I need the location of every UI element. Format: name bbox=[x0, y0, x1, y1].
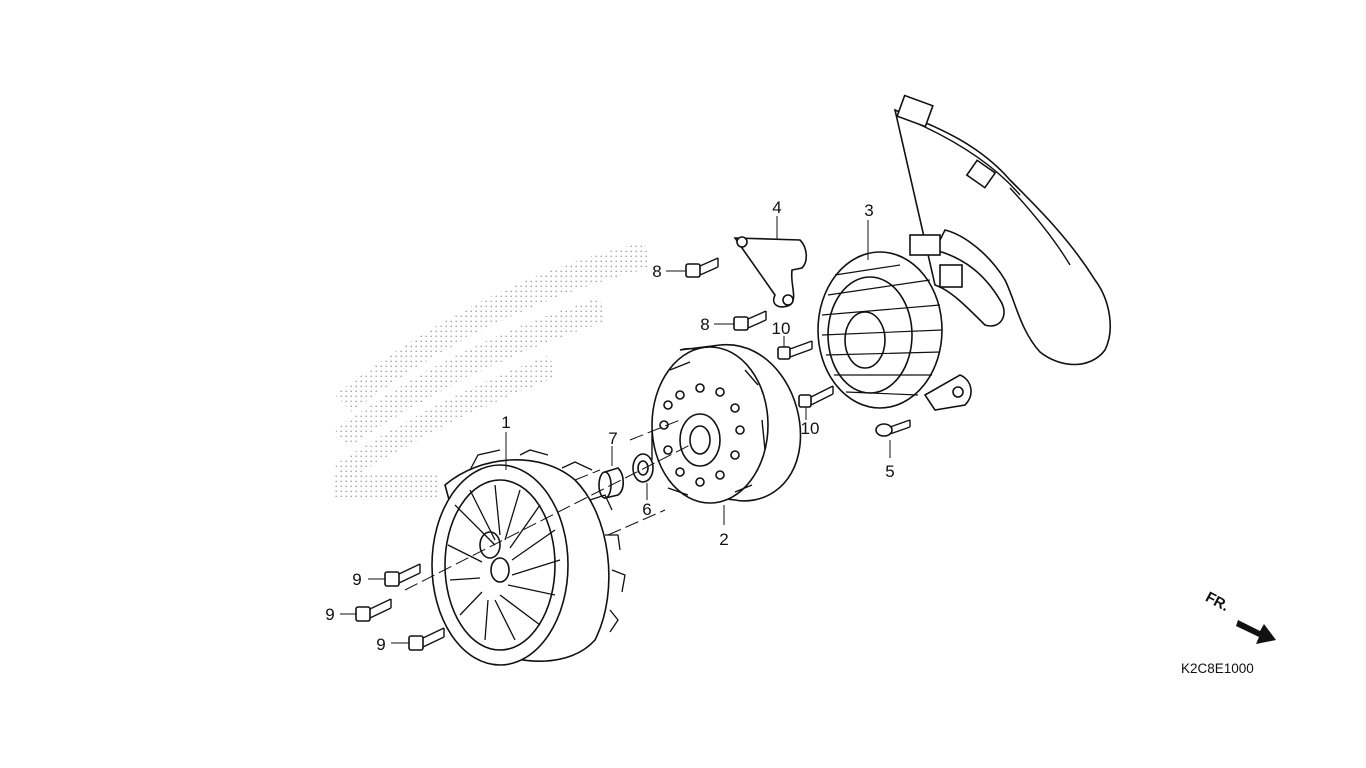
callout-10-upper: 10 bbox=[772, 319, 791, 338]
leader-lines bbox=[340, 216, 891, 644]
bolt-part-9-b bbox=[355, 598, 392, 622]
callout-10-lower: 10 bbox=[801, 419, 820, 438]
callout-6: 6 bbox=[642, 500, 651, 519]
front-arrow-icon bbox=[1236, 620, 1276, 644]
bolt-part-8-upper bbox=[685, 257, 719, 278]
bracket-part-4 bbox=[733, 236, 808, 308]
callout-8-upper: 8 bbox=[652, 262, 661, 281]
callout-9-a: 9 bbox=[352, 570, 361, 589]
bolt-part-9-a bbox=[384, 563, 421, 587]
callout-9-b: 9 bbox=[325, 605, 334, 624]
bolt-part-5 bbox=[875, 419, 911, 437]
callout-5: 5 bbox=[885, 462, 894, 481]
callout-8-lower: 8 bbox=[700, 315, 709, 334]
bolt-part-9-c bbox=[408, 627, 445, 651]
bolt-part-10-lower bbox=[798, 385, 834, 408]
bolt-part-8-lower bbox=[733, 310, 767, 331]
callout-1: 1 bbox=[501, 413, 510, 432]
washer-part-6 bbox=[632, 453, 654, 483]
front-direction-indicator: FR. bbox=[1203, 589, 1276, 644]
rotor-part-2 bbox=[651, 344, 802, 504]
bolt-part-10-upper bbox=[777, 340, 813, 360]
callout-9-c: 9 bbox=[376, 635, 385, 654]
collar-part-7 bbox=[598, 467, 625, 500]
callout-2: 2 bbox=[719, 530, 728, 549]
watermark-logo bbox=[335, 242, 650, 500]
figure-code: K2C8E1000 bbox=[1181, 661, 1254, 676]
callout-7: 7 bbox=[608, 429, 617, 448]
callout-4: 4 bbox=[772, 198, 781, 217]
assembly-guide-lines bbox=[404, 419, 691, 591]
front-direction-label: FR. bbox=[1203, 589, 1232, 615]
callout-3: 3 bbox=[864, 201, 873, 220]
fan-part-1 bbox=[431, 449, 626, 666]
stator-part-3 bbox=[817, 94, 1111, 411]
